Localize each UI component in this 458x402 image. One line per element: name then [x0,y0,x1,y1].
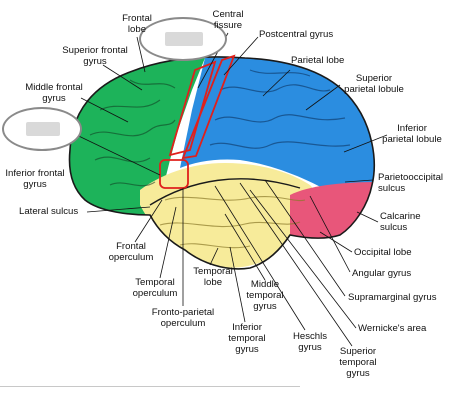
parietal-lobe-region [180,57,375,195]
label-middle-frontal-gyrus: Middle frontal gyrus [25,82,83,104]
leader-middle-frontal-gyrus [80,97,129,123]
label-heschls-gyrus: Heschls gyrus [292,331,328,353]
fronto-parietal-operculum-highlight [159,159,189,189]
leader-parietal-lobe [262,69,291,97]
leader-inferior-parietal-lobule [343,134,388,153]
label-fronto-parietal-operculum: Fronto-parietal operculum [151,307,215,329]
label-temporal-lobe: Temporal lobe [193,266,233,288]
label-supramarginal-gyrus: Supramarginal gyrus [348,292,437,303]
leader-frontal-operculum [134,199,163,243]
leader-heschls-gyrus [214,185,306,331]
temporal-lobe-region [140,163,317,268]
leader-lateral-sulcus [86,206,151,213]
label-superior-parietal-lobule: Superior parietal lobule [344,73,404,95]
leader-superior-temporal-gyrus [239,182,353,347]
label-parietooccipital-sulcus: Parietooccipital sulcus [378,172,444,194]
leader-temporal-lobe [209,247,219,266]
label-inferior-frontal-gyrus: Inferior frontal gyrus [5,168,65,190]
occipital-lobe-region [290,182,375,250]
leader-supramarginal-gyrus [264,179,346,297]
label-frontal-operculum: Frontal operculum [108,241,154,263]
label-inferior-temporal-gyrus: Inferior temporal gyrus [228,322,266,355]
label-wernickes-area: Wernicke's area [358,323,427,334]
postcentral-gyrus-highlight [181,54,236,160]
label-superior-frontal-gyrus: Superior frontal gyrus [62,45,128,67]
footer-divider [0,386,300,387]
label-temporal-operculum: Temporal operculum [132,277,178,299]
label-parietal-lobe: Parietal lobe [291,55,345,66]
leader-postcentral-gyrus [223,36,259,76]
label-occipital-lobe: Occipital lobe [354,247,412,258]
blank-answer-oval-left[interactable] [2,107,82,151]
frontal-lobe-region [69,57,205,230]
blank-answer-box [26,122,60,136]
leader-temporal-operculum [159,206,177,279]
central-fissure-highlight [168,60,217,157]
leader-superior-frontal-gyrus [102,64,143,91]
leader-occipital-lobe [319,231,353,253]
lateral-sulcus-line [149,178,301,206]
label-angular-gyrus: Angular gyrus [352,268,412,279]
label-middle-temporal-gyrus: Middle temporal gyrus [246,279,284,312]
leader-inferior-temporal-gyrus [229,246,246,323]
label-inferior-parietal-lobule: Inferior parietal lobule [382,123,442,145]
leader-superior-parietal-lobule [305,84,341,111]
leader-frontal-lobe [136,36,146,73]
leader-middle-temporal-gyrus [224,213,266,281]
label-lateral-sulcus: Lateral sulcus [19,206,79,217]
leader-angular-gyrus [309,195,351,273]
blank-answer-oval-top[interactable] [139,17,227,61]
label-frontal-lobe: Frontal lobe [122,13,152,35]
leader-wernickes-area [249,189,357,329]
leader-parietooccipital-sulcus [344,179,374,183]
label-central-fissure: Central fissure [212,9,244,31]
label-calcarine-sulcus: Calcarine sulcus [380,211,421,233]
blank-answer-box [165,32,203,46]
leader-calcarine-sulcus [356,211,379,223]
label-postcentral-gyrus: Postcentral gyrus [259,29,334,40]
label-superior-temporal-gyrus: Superior temporal gyrus [339,346,377,379]
